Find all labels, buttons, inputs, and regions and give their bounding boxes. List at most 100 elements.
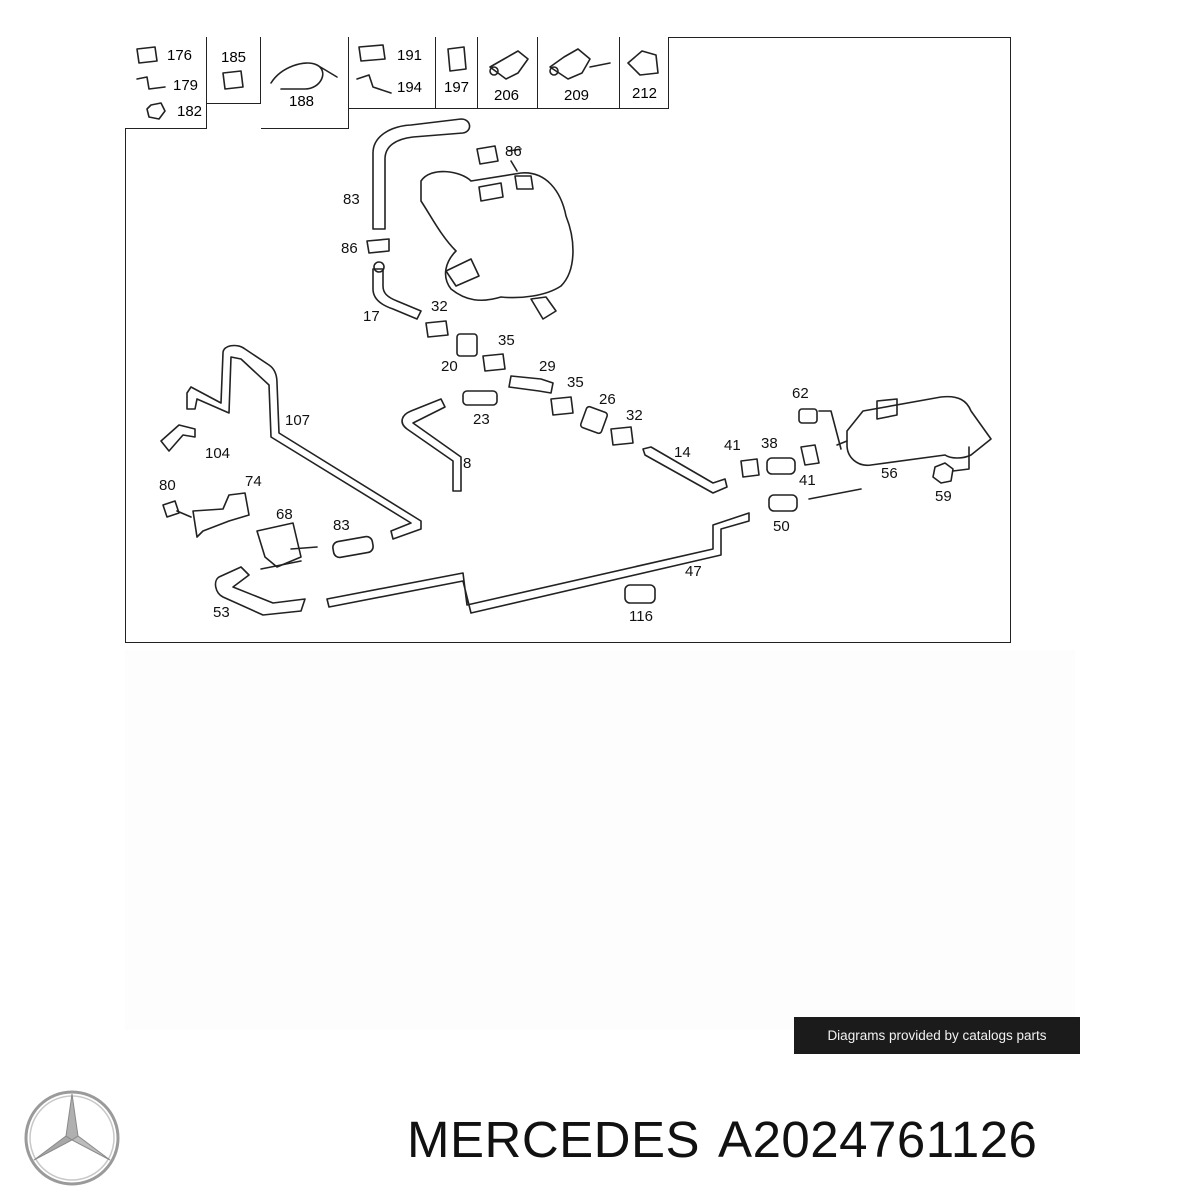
callout-38: 38 — [761, 435, 778, 452]
pipe-107 — [186, 344, 422, 540]
hose-17-end — [373, 261, 385, 273]
clamp-35-lower — [550, 396, 574, 416]
clamp-86-lower — [366, 238, 390, 254]
tank-foot — [530, 296, 557, 320]
callout-53: 53 — [213, 604, 230, 621]
clamp-41-left — [740, 458, 760, 478]
clamp-41-right — [800, 444, 820, 466]
legend-cell-197: 197 — [436, 37, 478, 109]
small-parts-legend: 176 179 182 185 188 191 194 197 206 — [125, 37, 669, 129]
credit-badge: Diagrams provided by catalogs parts — [794, 1017, 1080, 1054]
tube-62 — [798, 408, 818, 424]
page-background-panel — [125, 650, 1075, 1030]
t-piece-29 — [508, 375, 554, 394]
tank-outlet — [445, 258, 480, 287]
brand-title: MERCEDES A2024761126 — [407, 1110, 1055, 1169]
callout-83: 83 — [343, 191, 360, 208]
callout-23: 23 — [473, 411, 490, 428]
bracket-74 — [192, 492, 250, 538]
tank-cap — [514, 175, 534, 190]
valve-68-ports — [260, 546, 318, 570]
part-number: A2024761126 — [718, 1111, 1038, 1168]
legend-cell-185: 185 — [207, 37, 261, 104]
clip-icons — [136, 46, 166, 120]
legend-number: 191 — [397, 47, 423, 64]
tube-26 — [579, 405, 609, 435]
clip-icon — [627, 50, 659, 76]
canister-56 — [846, 395, 992, 467]
legend-number: 209 — [564, 87, 590, 104]
clip-icon — [222, 70, 244, 90]
legend-cell-188: 188 — [261, 37, 349, 129]
nut-59 — [932, 462, 954, 484]
legend-cell-209: 209 — [538, 37, 620, 109]
legend-number: 188 — [289, 93, 315, 110]
callout-20: 20 — [441, 358, 458, 375]
hose-83-lower — [332, 535, 374, 559]
callout-59: 59 — [935, 488, 952, 505]
legend-number: 194 — [397, 79, 423, 96]
bolt-80 — [162, 500, 192, 518]
pipe-47 — [326, 512, 750, 614]
valve-68 — [256, 522, 302, 568]
tank-neck — [478, 182, 504, 202]
callout-8: 8 — [463, 455, 471, 472]
hose-53 — [214, 566, 306, 616]
legend-cell-212: 212 — [620, 37, 669, 109]
callout-86: 86 — [505, 143, 522, 160]
callout-29: 29 — [539, 358, 556, 375]
clamp-32-lower — [610, 426, 634, 446]
legend-number: 182 — [177, 103, 203, 120]
callout-107: 107 — [285, 412, 310, 429]
legend-cell-206: 206 — [478, 37, 538, 109]
callout-41: 41 — [724, 437, 741, 454]
tube-116 — [624, 584, 656, 604]
mercedes-star-icon — [24, 1090, 120, 1186]
tube-20 — [456, 333, 478, 357]
tube-23 — [462, 390, 498, 406]
canister-bracket — [876, 398, 898, 420]
pipe-8 — [401, 398, 462, 492]
callout-56: 56 — [881, 465, 898, 482]
pipe-86-fitting — [508, 148, 522, 172]
callout-47: 47 — [685, 563, 702, 580]
callout-26: 26 — [599, 391, 616, 408]
callout-17: 17 — [363, 308, 380, 325]
reservoir-tank — [420, 170, 574, 302]
legend-cell-176-179-182: 176 179 182 — [125, 37, 207, 129]
callout-32: 32 — [431, 298, 448, 315]
clip-icons — [356, 44, 392, 94]
callout-83: 83 — [333, 517, 350, 534]
canister-port — [818, 410, 848, 450]
legend-number: 206 — [494, 87, 520, 104]
legend-number: 197 — [444, 79, 470, 96]
callout-41: 41 — [799, 472, 816, 489]
clamp-86-upper — [476, 145, 499, 165]
callout-62: 62 — [792, 385, 809, 402]
callout-50: 50 — [773, 518, 790, 535]
fitting-icon — [489, 50, 529, 80]
callout-68: 68 — [276, 506, 293, 523]
hose-17 — [372, 268, 422, 320]
cable-tie-icon — [270, 62, 338, 90]
parts-diagram: 83 86 86 17 32 20 35 29 35 26 32 23 8 10… — [125, 37, 1011, 643]
clip-icon — [447, 46, 467, 72]
brand-name: MERCEDES — [407, 1111, 701, 1168]
callout-32: 32 — [626, 407, 643, 424]
legend-number: 179 — [173, 77, 199, 94]
clamp-32-upper — [425, 320, 449, 338]
leader-lines — [808, 446, 970, 500]
tube-50 — [768, 494, 798, 512]
diagram-drawing: 83 86 86 17 32 20 35 29 35 26 32 23 8 10… — [159, 118, 992, 625]
pipe-14 — [642, 446, 728, 494]
callout-35: 35 — [498, 332, 515, 349]
legend-number: 212 — [632, 85, 658, 102]
callout-116: 116 — [629, 608, 653, 625]
callout-74: 74 — [245, 473, 262, 490]
legend-number: 176 — [167, 47, 193, 64]
callout-104: 104 — [205, 445, 230, 462]
clamp-35-upper — [482, 353, 506, 372]
callout-80: 80 — [159, 477, 176, 494]
fitting-icon — [549, 48, 611, 80]
callout-86: 86 — [341, 240, 358, 257]
